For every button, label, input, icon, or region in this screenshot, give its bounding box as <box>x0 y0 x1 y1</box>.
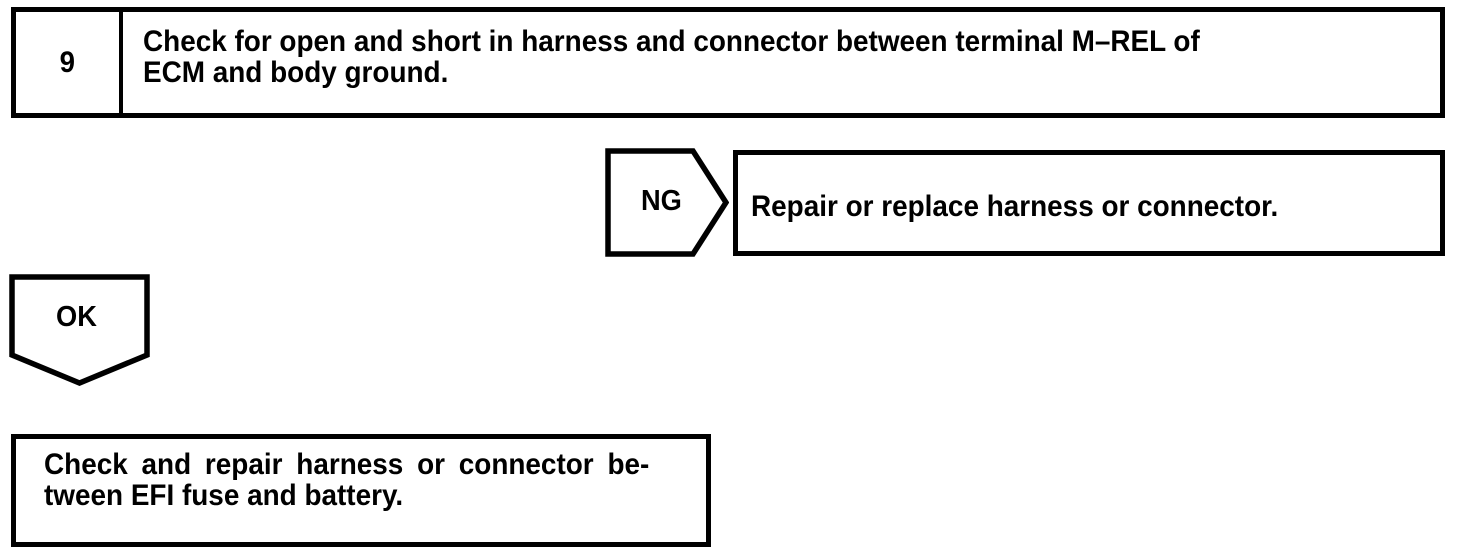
ok-result-text-line-1: Check and repair harness or connector be… <box>44 448 650 481</box>
ng-arrow-svg <box>605 148 729 257</box>
step-number: 9 <box>59 45 76 79</box>
ng-pentagon-path <box>605 148 729 257</box>
ok-arrow-svg <box>9 274 150 386</box>
step-number-cell: 9 <box>16 12 123 113</box>
ng-arrow-shape <box>605 148 729 257</box>
ok-result-text: Check and repair harness or connector be… <box>44 448 650 512</box>
ok-result-box: Check and repair harness or connector be… <box>11 434 711 547</box>
ng-result-text: Repair or replace harness or connector. <box>751 190 1279 223</box>
step-instruction-text: Check for open and short in harness and … <box>143 25 1200 89</box>
ng-result-box: Repair or replace harness or connector. <box>733 150 1445 256</box>
ok-arrow-shape <box>9 274 150 386</box>
ok-result-text-line-2: tween EFI fuse and battery. <box>44 479 404 512</box>
ok-pentagon-path <box>9 274 150 386</box>
ok-branch-label: OK <box>56 301 97 333</box>
step-9-box: 9 Check for open and short in harness an… <box>11 7 1445 118</box>
ng-branch-label: NG <box>641 185 682 217</box>
